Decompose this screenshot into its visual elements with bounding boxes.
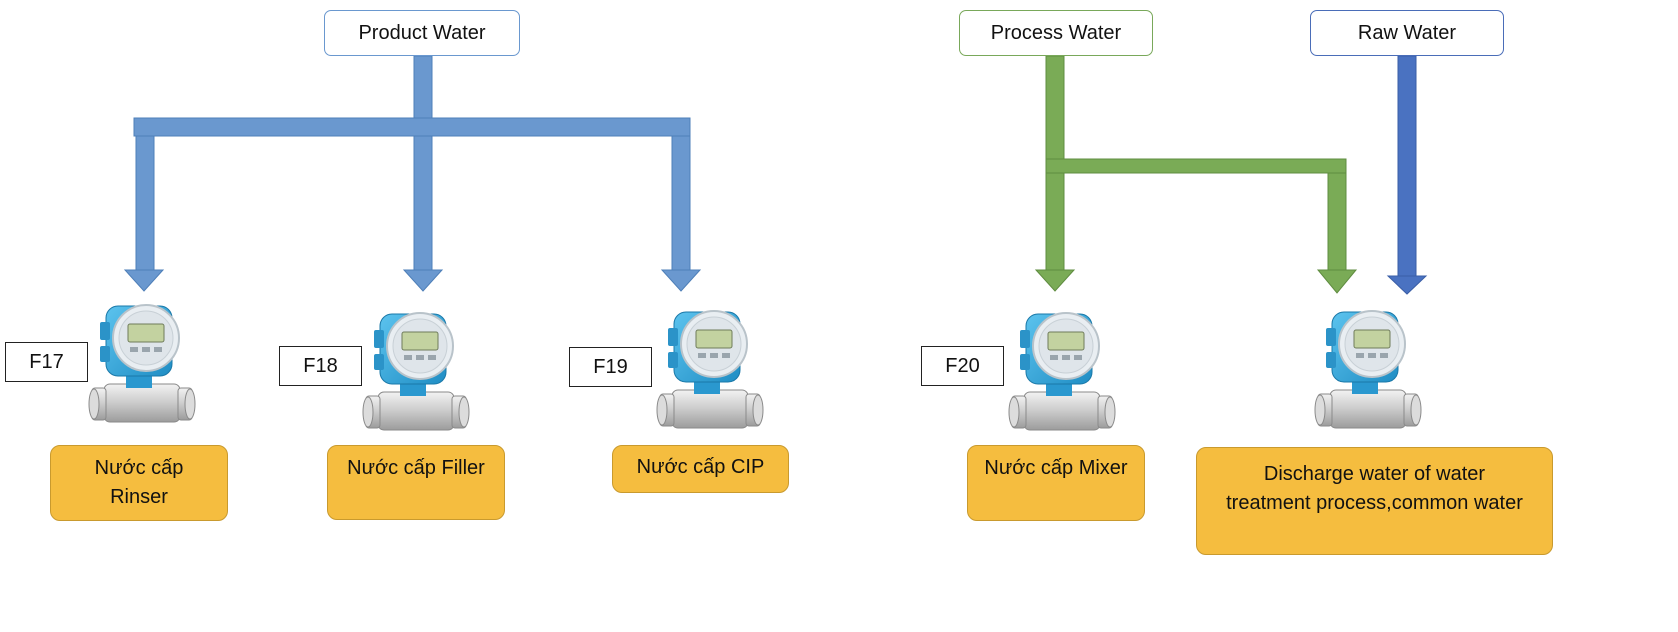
flowmeter-discharge (1314, 310, 1422, 429)
source-raw-water-label: Raw Water (1357, 21, 1457, 44)
tag-f17-label: F17 (29, 350, 64, 373)
tag-f20: F20 (921, 346, 1004, 386)
process-water-pipes (1034, 55, 1358, 294)
tag-f18: F18 (279, 346, 362, 386)
flowmeter-f17 (88, 304, 196, 423)
tag-f19-label: F19 (593, 355, 628, 378)
label-cip-text: Nước cấp CIP (636, 456, 765, 478)
source-product-water-label: Product Water (358, 21, 486, 44)
label-rinser-line2: Rinser (110, 486, 168, 508)
label-discharge-line2: treatment process,common water (1226, 492, 1523, 514)
raw-water-pipe (1386, 55, 1428, 295)
label-discharge-line1: Discharge water of water (1263, 463, 1486, 485)
tag-f18-label: F18 (303, 354, 338, 377)
tag-f19: F19 (569, 347, 652, 387)
label-filler-text: Nước cấp Filler (347, 457, 485, 479)
label-rinser: Nước cấp Rinser (50, 445, 228, 521)
label-rinser-line1: Nước cấp (94, 457, 184, 479)
tag-f17: F17 (5, 342, 88, 382)
source-process-water: Process Water (959, 10, 1153, 56)
flowmeter-f20 (1008, 312, 1116, 431)
label-filler: Nước cấp Filler (327, 445, 505, 520)
source-raw-water: Raw Water (1310, 10, 1504, 56)
label-mixer: Nước cấp Mixer (967, 445, 1145, 521)
product-water-pipes (123, 55, 702, 292)
flowmeter-f18 (362, 312, 470, 431)
label-mixer-text: Nước cấp Mixer (984, 457, 1128, 479)
label-cip: Nước cấp CIP (612, 445, 789, 493)
label-discharge: Discharge water of water treatment proce… (1196, 447, 1553, 555)
source-process-water-label: Process Water (990, 21, 1122, 44)
flowmeter-f19 (656, 310, 764, 429)
tag-f20-label: F20 (945, 354, 980, 377)
source-product-water: Product Water (324, 10, 520, 56)
